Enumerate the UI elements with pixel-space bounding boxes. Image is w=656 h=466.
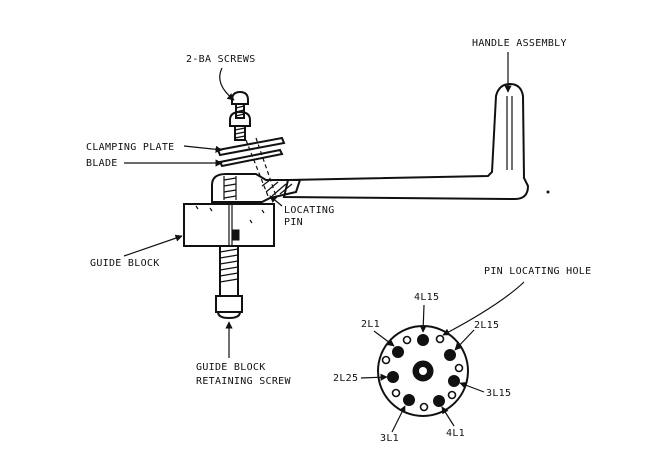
leader-2l25 [360, 373, 388, 381]
leader-3l1 [391, 405, 406, 433]
dial-label-2l1: 2L1 [361, 319, 380, 330]
leader-4l1 [441, 406, 455, 427]
hole-2l1 [392, 346, 404, 358]
dial-label-2l15: 2L15 [474, 320, 499, 331]
screw-path-a [245, 139, 269, 197]
label-guide-block: GUIDE BLOCK [90, 258, 160, 269]
leader-guide-block [123, 234, 183, 257]
guide-block-retaining-screw [215, 245, 243, 320]
hole-4l15 [417, 334, 429, 346]
leader-pin-locating-hole [442, 281, 525, 336]
leader-locating-pin [269, 195, 283, 207]
pin-locating-hole [435, 334, 445, 344]
label-screws: 2-BA SCREWS [186, 54, 256, 65]
stray-dot [546, 190, 550, 194]
leader-4l15 [419, 304, 427, 333]
hole-3l1 [403, 394, 415, 406]
dial-label-4l15: 4L15 [414, 292, 439, 303]
screw-lower [229, 110, 251, 141]
hole-4l1 [433, 395, 445, 407]
label-clamping-plate: CLAMPING PLATE [86, 142, 175, 153]
label-retaining-screw-1: GUIDE BLOCK [196, 362, 266, 373]
label-locating-pin-1: LOCATING [284, 205, 335, 216]
leader-2l15 [454, 329, 475, 351]
label-handle-assembly: HANDLE ASSEMBLY [472, 38, 567, 49]
leader-2l1 [373, 330, 395, 347]
label-locating-pin-2: PIN [284, 217, 303, 228]
dial-label-2l25: 2L25 [333, 373, 358, 384]
dial-label-3l15: 3L15 [486, 388, 511, 399]
label-blade: BLADE [86, 158, 118, 169]
leader-screws [219, 67, 235, 101]
hole-2l25 [387, 371, 399, 383]
screw-upper [231, 90, 249, 119]
clamping-plate [216, 136, 286, 157]
dial-label-4l1: 4L1 [446, 428, 465, 439]
hole-3l15 [448, 375, 460, 387]
leader-clamping-plate [183, 145, 223, 153]
leader-3l15 [459, 381, 485, 393]
label-pin-locating-hole: PIN LOCATING HOLE [484, 266, 591, 277]
screw-path-b [255, 137, 277, 197]
index-dial [377, 325, 469, 417]
label-retaining-screw-2: RETAINING SCREW [196, 376, 291, 387]
guide-block [183, 203, 275, 247]
hole-2l15 [444, 349, 456, 361]
dial-label-3l1: 3L1 [380, 433, 399, 444]
handle-assembly [282, 82, 530, 201]
